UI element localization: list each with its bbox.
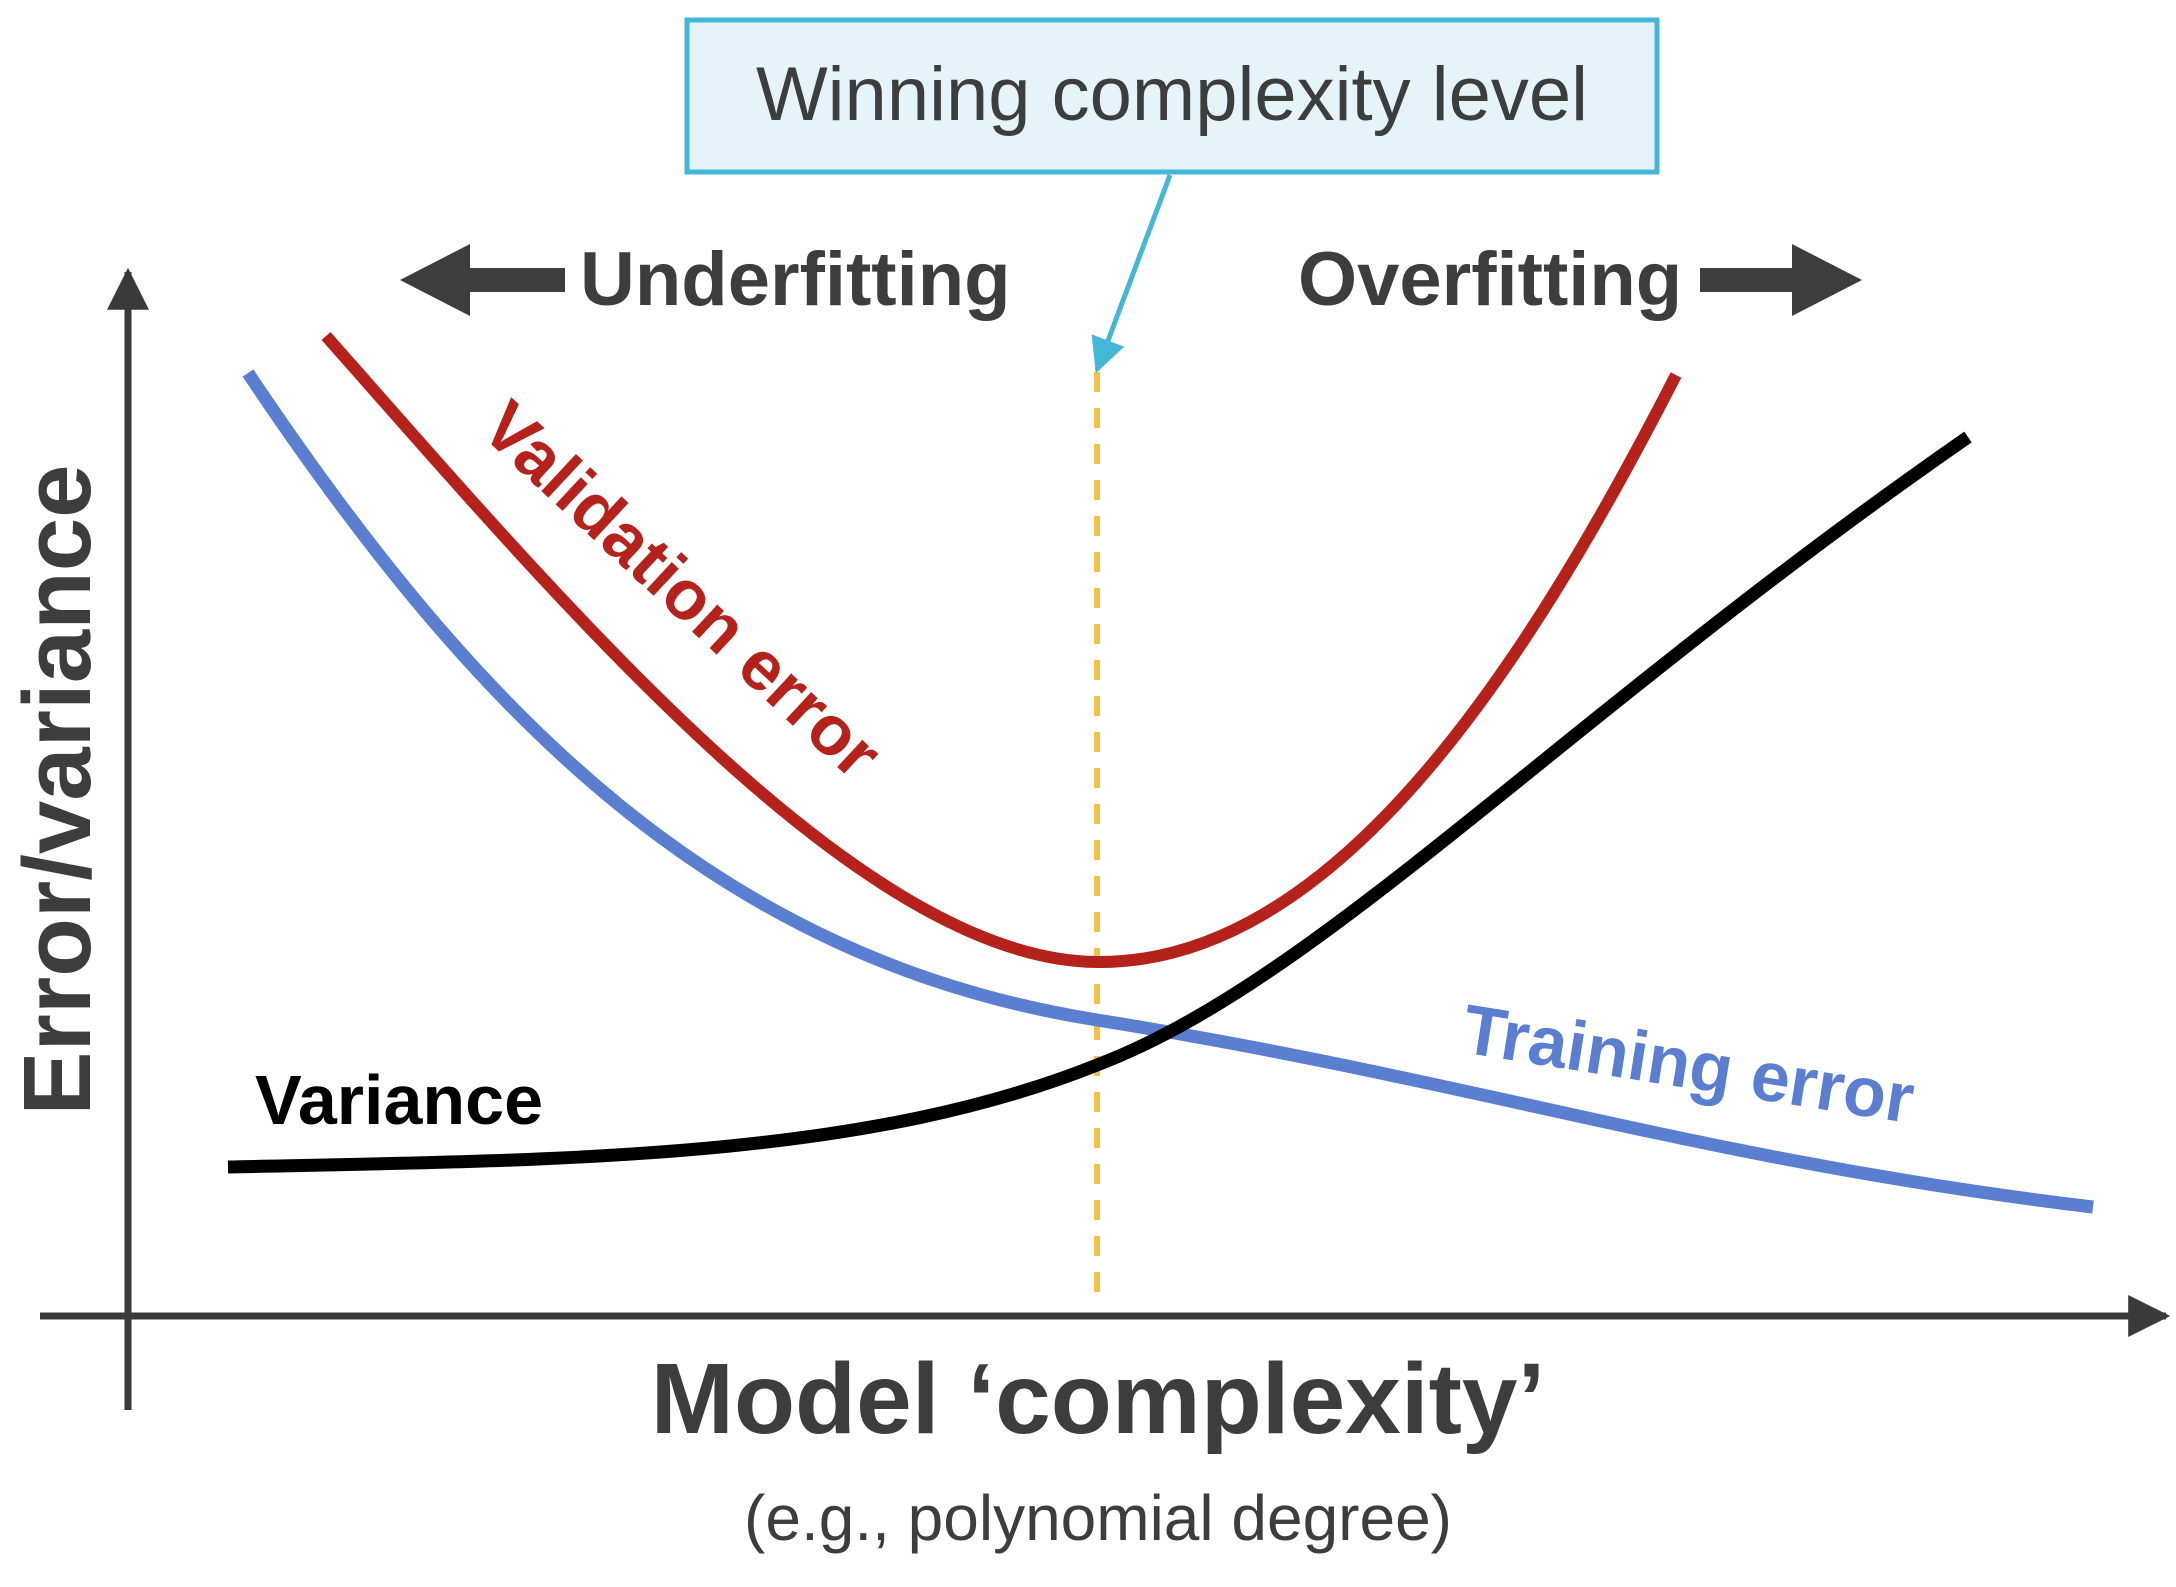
x-axis-label: Model ‘complexity’ (651, 1343, 1546, 1455)
callout-label: Winning complexity level (756, 52, 1588, 137)
arrow-right-icon (1700, 244, 1862, 316)
validation-error-curve (321, 332, 1682, 969)
training-error-curve (242, 369, 2094, 1214)
underfitting-label: Underfitting (580, 237, 1011, 322)
overfitting-label: Overfitting (1298, 237, 1682, 322)
callout-pointer-arrow-icon (1091, 174, 1173, 374)
x-axis-sublabel: (e.g., polynomial degree) (744, 1482, 1452, 1554)
arrow-left-icon (400, 244, 565, 316)
variance-label: Variance (255, 1061, 543, 1139)
winning-complexity-callout: Winning complexity level (684, 17, 1660, 374)
training-error-label: Training error (1458, 990, 1920, 1138)
callout-box (684, 17, 1660, 175)
y-axis-label: Error/variance (4, 464, 111, 1115)
variance-curve (227, 431, 1972, 1174)
